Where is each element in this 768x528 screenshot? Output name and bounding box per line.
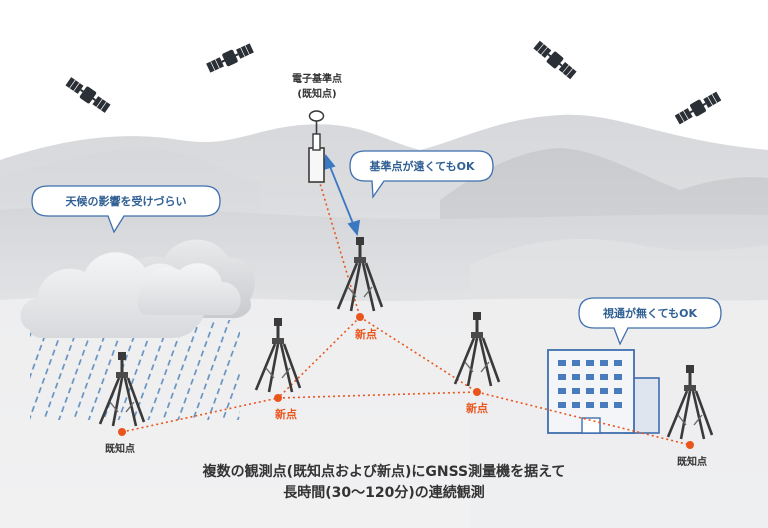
reference-station-icon	[308, 110, 325, 183]
bubble-weather-text: 天候の影響を受けづらい	[66, 194, 187, 208]
bubble-distance: 基準点が遠くてもOK	[349, 150, 494, 199]
new-point-label: 新点	[355, 327, 377, 341]
caption: 複数の観測点(既知点および新点)にGNSS測量機を据えて 長時間(30〜120分…	[0, 462, 768, 504]
baseline	[277, 391, 478, 399]
bubble-visibility: 視通が無くてもOK	[578, 297, 722, 346]
new-point-label: 新点	[466, 401, 488, 415]
baseline	[277, 316, 361, 399]
satellite-icon	[533, 40, 577, 80]
bubble-visibility-text: 視通が無くてもOK	[602, 306, 697, 320]
bubble-weather: 天候の影響を受けづらい	[31, 185, 221, 234]
tripod-icon	[254, 318, 302, 402]
baseline	[315, 169, 361, 318]
known-point-label: 既知点	[105, 442, 135, 455]
building-icon	[547, 349, 660, 434]
known-point-label: 既知点	[677, 455, 707, 468]
distance-arrow	[322, 153, 361, 237]
tripod-icon	[336, 237, 384, 321]
satellite-icon	[206, 43, 254, 73]
bubble-distance-text: 基準点が遠くてもOK	[369, 159, 475, 173]
baseline	[121, 397, 279, 433]
tripod-icon	[453, 312, 501, 396]
reference-station-sublabel: (既知点)	[297, 87, 336, 100]
satellite-icon	[674, 91, 722, 125]
tripod-icon	[98, 352, 146, 436]
caption-line-2: 長時間(30〜120分)の連続観測	[283, 485, 485, 501]
reference-station-label: 電子基準点	[292, 72, 342, 85]
baseline	[476, 391, 691, 446]
caption-line-1: 複数の観測点(既知点および新点)にGNSS測量機を据えて	[202, 464, 566, 480]
cloud-icon	[20, 239, 255, 338]
tripod-icon	[666, 365, 714, 449]
new-point-label: 新点	[275, 407, 297, 421]
satellite-icon	[65, 77, 111, 113]
